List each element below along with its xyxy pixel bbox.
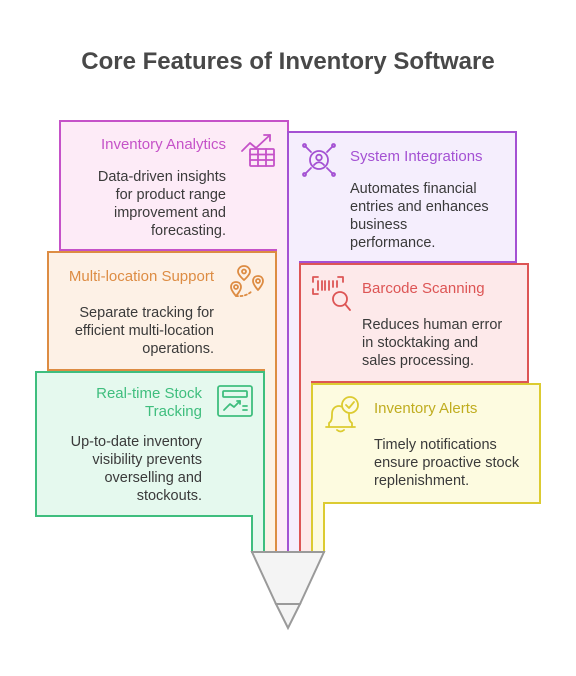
desc-line: stockouts. (136, 488, 202, 504)
inventory-alerts-label: Inventory Alerts (374, 400, 478, 417)
desc-line: improvement and (113, 205, 226, 221)
chart-table-icon (241, 134, 275, 167)
label-line: Tracking (145, 403, 202, 420)
funnel-tip (274, 603, 302, 631)
desc-line: for product range (115, 187, 226, 203)
desc-line: efficient multi-location (74, 323, 214, 339)
barcode-scanning-label: Barcode Scanning (362, 280, 485, 297)
desc-line: Separate tracking for (79, 305, 214, 321)
desc-line: Up-to-date inventory (70, 434, 202, 450)
barcode-scanning-desc: Reduces human error in stocktaking and s… (362, 316, 522, 370)
desc-line: overselling and (104, 470, 202, 486)
desc-line: business (350, 217, 408, 233)
realtime-tracking-desc: Up-to-date inventory visibility prevents… (48, 433, 202, 505)
desc-line: sales processing. (362, 353, 475, 369)
desc-line: Data-driven insights (97, 169, 226, 185)
desc-line: Reduces human error (362, 317, 503, 333)
desc-line: performance. (350, 235, 436, 251)
desc-line: Timely notifications (374, 437, 497, 453)
desc-line: entries and enhances (350, 199, 489, 215)
desc-line: Automates financial (350, 181, 477, 197)
system-integrations-desc: Automates financial entries and enhances… (350, 180, 510, 252)
barcode-search-icon (312, 276, 351, 311)
label-line: Real-time Stock (96, 385, 202, 402)
desc-line: in stocktaking and (362, 335, 479, 351)
system-integrations-label: System Integrations (350, 148, 483, 165)
page-title: Core Features of Inventory Software (81, 48, 495, 75)
bell-check-icon (325, 396, 359, 433)
multi-location-label: Multi-location Support (68, 268, 214, 285)
map-pins-icon (230, 265, 264, 298)
funnel-top (250, 551, 326, 605)
desc-line: visibility prevents (92, 452, 202, 468)
desc-line: ensure proactive stock (374, 455, 520, 471)
monitor-chart-icon (217, 385, 253, 417)
desc-line: operations. (142, 341, 214, 357)
desc-line: replenishment. (374, 473, 470, 489)
inventory-alerts-desc: Timely notifications ensure proactive st… (374, 436, 536, 490)
multi-location-desc: Separate tracking for efficient multi-lo… (56, 304, 214, 358)
inventory-analytics-desc: Data-driven insights for product range i… (70, 168, 226, 240)
inventory-analytics-label: Inventory Analytics (100, 136, 226, 153)
realtime-tracking-label: Real-time Stock Tracking (50, 385, 202, 421)
user-network-icon (302, 143, 336, 177)
desc-line: forecasting. (151, 223, 226, 239)
